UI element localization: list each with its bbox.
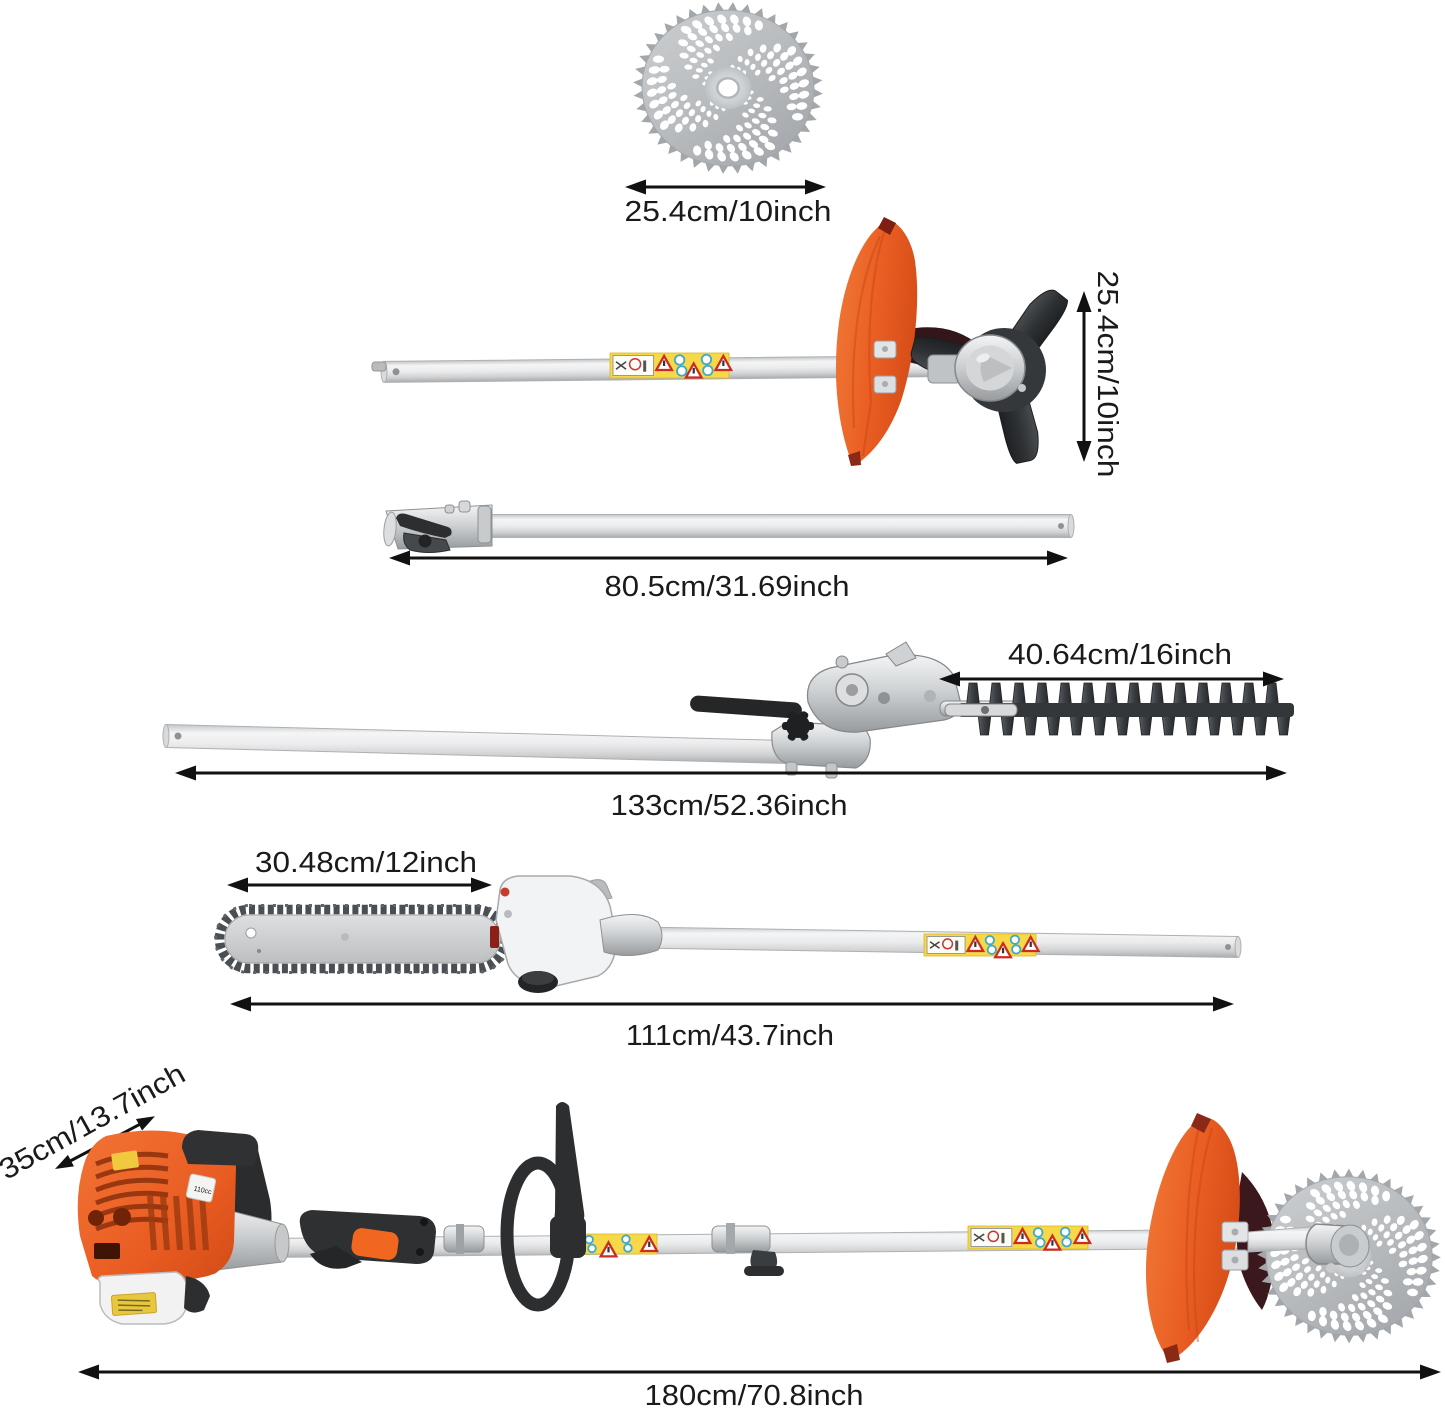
svg-text:40.64cm/16inch: 40.64cm/16inch: [1008, 639, 1232, 671]
svg-text:80.5cm/31.69inch: 80.5cm/31.69inch: [605, 571, 850, 603]
svg-text:25.4cm/10inch: 25.4cm/10inch: [625, 196, 832, 228]
svg-text:30.48cm/12inch: 30.48cm/12inch: [255, 847, 477, 879]
svg-text:111cm/43.7inch: 111cm/43.7inch: [626, 1020, 834, 1052]
svg-text:25.4cm/10inch: 25.4cm/10inch: [1091, 271, 1123, 478]
svg-text:110cc: 110cc: [193, 1186, 213, 1197]
svg-text:133cm/52.36inch: 133cm/52.36inch: [611, 790, 848, 822]
svg-text:180cm/70.8inch: 180cm/70.8inch: [645, 1380, 864, 1408]
